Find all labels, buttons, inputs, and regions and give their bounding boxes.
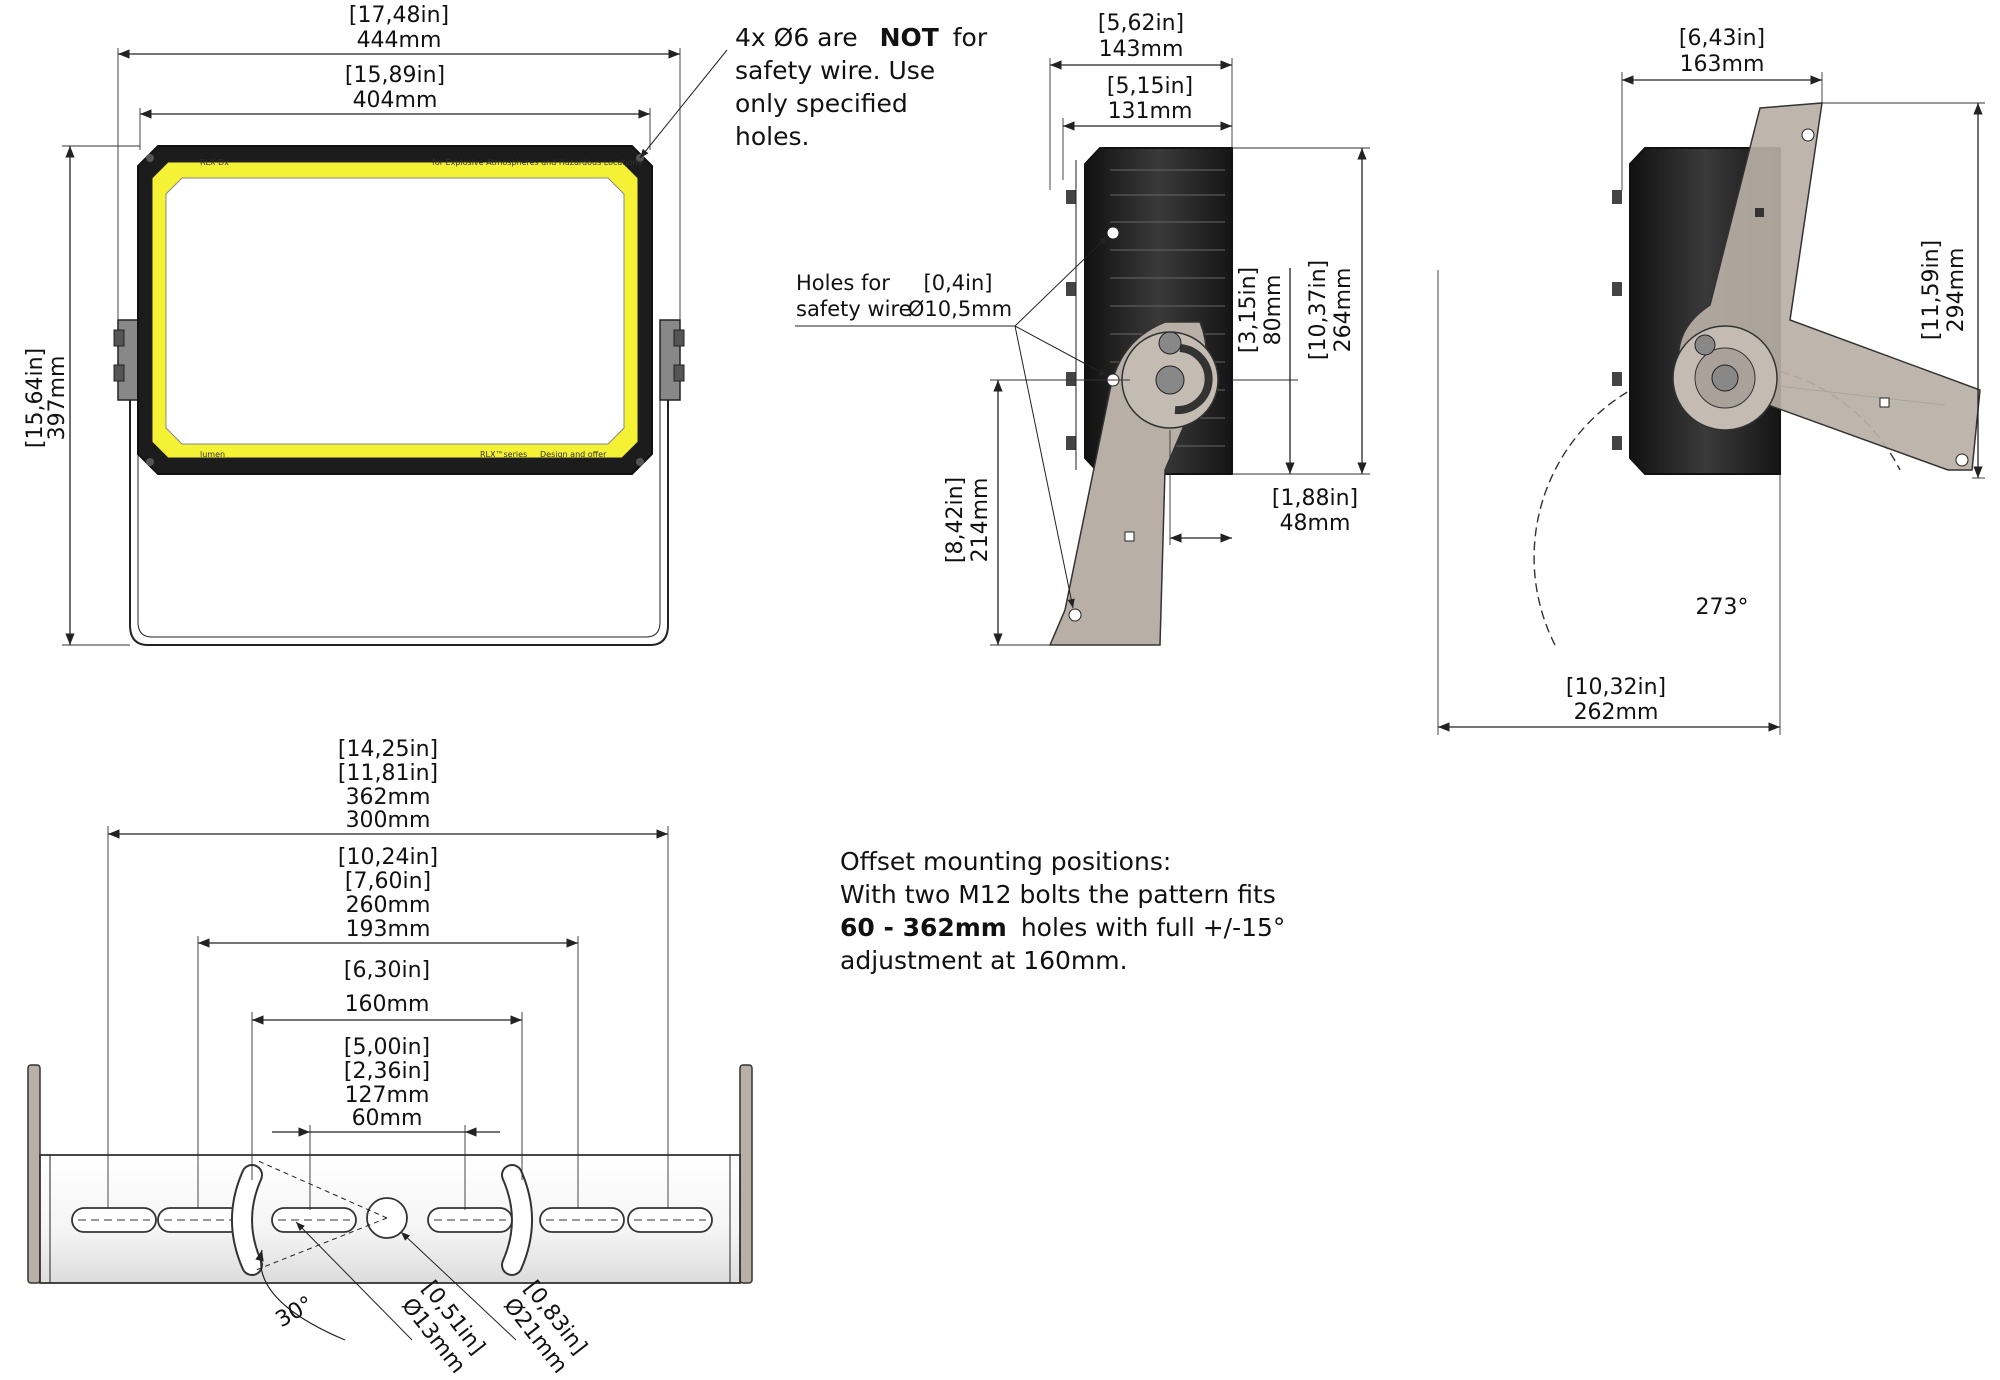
side-pivot-height-in: [8,42in]	[943, 477, 968, 563]
bracket-mid-in2: [7,60in]	[345, 869, 431, 894]
series-tagline: Design and offer	[540, 450, 607, 459]
holes-label-line1: Holes for	[796, 271, 890, 295]
bracket-slot	[71, 1207, 157, 1233]
offset-note-line3: 60 - 362mm holes with full +/-15°	[840, 913, 1285, 942]
series-label: RLX™series	[480, 450, 527, 459]
side-bracket-offset-in: [1,88in]	[1272, 486, 1358, 511]
side-pivot-offset-in: [3,15in]	[1236, 267, 1261, 353]
side-view: [5,62in] 143mm [5,15in] 131mm [10,37in] …	[795, 11, 1370, 646]
front-view: RLX Dx for Explosive Atmospheres and Haz…	[23, 3, 988, 646]
front-inner-width-in: [15,89in]	[345, 63, 445, 88]
safety-wire-note-line4: holes.	[735, 122, 809, 151]
bracket-mid-mm1: 260mm	[346, 893, 431, 918]
front-overall-width-mm: 444mm	[357, 28, 442, 53]
bracket-end-left	[27, 1064, 41, 1284]
bracket-mid-mm2: 193mm	[346, 917, 431, 942]
bracket-center-in: [6,30in]	[344, 958, 430, 983]
bracket-end-right	[739, 1064, 753, 1284]
bracket-center-mm: 160mm	[345, 992, 430, 1017]
offset-note-line1: Offset mounting positions:	[840, 847, 1171, 876]
bracket-outer-mm1: 362mm	[346, 785, 431, 810]
side-overall-depth-mm: 143mm	[1099, 37, 1184, 62]
bracket-inner-mm2: 60mm	[352, 1106, 423, 1131]
bracket-slot	[271, 1207, 357, 1233]
front-yoke	[113, 319, 685, 646]
tilt-height-in: [11,59in]	[1919, 240, 1944, 340]
side-body-depth-in: [5,15in]	[1107, 74, 1193, 99]
offset-note: Offset mounting positions: With two M12 …	[840, 847, 1285, 975]
bracket-view: [14,25in] [11,81in] 362mm 300mm [10,24in…	[27, 737, 753, 1378]
front-lens-window	[165, 177, 625, 445]
side-body-depth-mm: 131mm	[1108, 99, 1193, 124]
safety-wire-note-line2: safety wire. Use	[735, 56, 935, 85]
bracket-slot	[539, 1207, 625, 1233]
bracket-angle: 30°	[272, 1292, 318, 1333]
bracket-outer-in2: [11,81in]	[338, 761, 438, 786]
bracket-mid-in1: [10,24in]	[338, 845, 438, 870]
side-body-height-mm: 264mm	[1331, 268, 1356, 353]
side-pivot-height-mm: 214mm	[968, 478, 993, 563]
tilt-swing-diameter-mm: 262mm	[1574, 700, 1659, 725]
safety-wire-note: 4x Ø6 are NOT for	[735, 23, 988, 52]
holes-label-line2: safety wire	[796, 297, 912, 321]
bracket-inner-in1: [5,00in]	[344, 1035, 430, 1060]
safety-wire-note-line3: only specified	[735, 89, 908, 118]
side-bracket-offset-mm: 48mm	[1280, 511, 1351, 536]
bracket-inner-mm1: 127mm	[345, 1083, 430, 1108]
brand-label: lumen	[200, 450, 225, 459]
front-overall-width-in: [17,48in]	[349, 3, 449, 28]
side-overall-depth-in: [5,62in]	[1098, 11, 1184, 36]
offset-note-line2: With two M12 bolts the pattern fits	[840, 880, 1276, 909]
bracket-inner-in2: [2,36in]	[344, 1059, 430, 1084]
tilt-view: [6,43in] 163mm [11,59in] 294mm [10,32in]…	[1437, 26, 1985, 735]
tilt-top-width-in: [6,43in]	[1679, 26, 1765, 51]
front-height-in: [15,64in]	[23, 348, 48, 448]
tilt-top-width-mm: 163mm	[1680, 52, 1765, 77]
bracket-outer-mm2: 300mm	[346, 808, 431, 833]
product-tagline: for Explosive Atmospheres and Hazardous …	[432, 158, 642, 167]
hole-diameter-in: [0,4in]	[924, 271, 993, 295]
tilt-angle: 273°	[1696, 595, 1749, 620]
front-inner-width-mm: 404mm	[353, 88, 438, 113]
side-body-height-in: [10,37in]	[1306, 260, 1331, 360]
tilt-height-mm: 294mm	[1944, 248, 1969, 333]
hole-diameter-mm: Ø10,5mm	[908, 297, 1012, 321]
bracket-outer-in1: [14,25in]	[338, 737, 438, 762]
front-height-mm: 397mm	[45, 356, 70, 441]
offset-note-line4: adjustment at 160mm.	[840, 946, 1128, 975]
product-label: RLX Dx	[200, 158, 229, 167]
side-pivot-offset-mm: 80mm	[1261, 275, 1286, 346]
tilt-swing-diameter-in: [10,32in]	[1566, 675, 1666, 700]
bracket-slot	[627, 1207, 713, 1233]
